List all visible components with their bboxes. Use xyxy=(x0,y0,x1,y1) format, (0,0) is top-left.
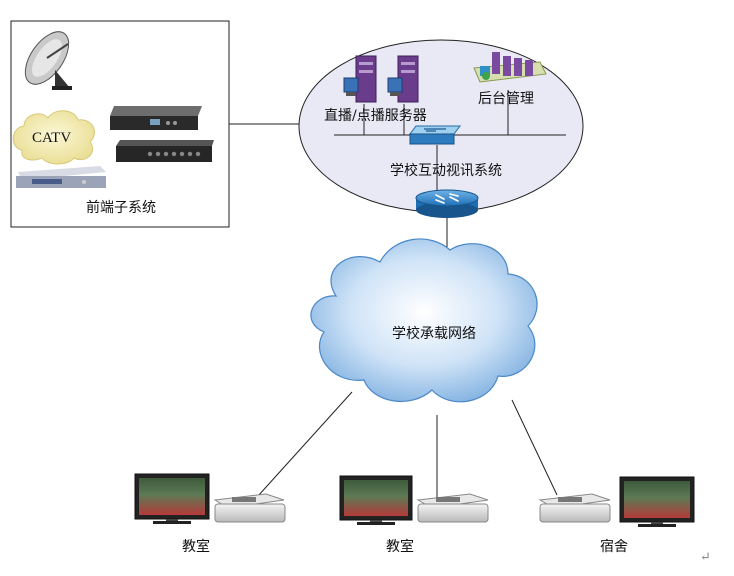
network-label: 学校承载网络 xyxy=(392,326,476,342)
admin-label: 后台管理 xyxy=(478,91,534,107)
link-cloud-to-dorm xyxy=(511,399,558,496)
network-switch-icon xyxy=(409,125,461,145)
set-top-receiver-icon xyxy=(16,166,106,188)
encoder-device-icon xyxy=(110,106,202,130)
admin-workstations-icon xyxy=(473,52,547,83)
catv-label: CATV xyxy=(32,130,72,146)
set-top-box-icon xyxy=(416,493,489,523)
link-cloud-to-classroom-1 xyxy=(257,391,353,497)
classroom-tv-icon xyxy=(134,473,210,524)
media-server-icon xyxy=(343,55,377,103)
paragraph-mark: ↵ xyxy=(700,550,711,565)
catv-cloud-icon xyxy=(12,110,95,165)
endpoint-label-classroom-2: 教室 xyxy=(386,539,414,555)
satellite-dish-icon xyxy=(24,31,72,90)
endpoint-label-classroom-1: 教室 xyxy=(182,539,210,555)
frontend-subsystem-label: 前端子系统 xyxy=(86,200,156,216)
set-top-box-icon xyxy=(213,493,286,523)
router-icon xyxy=(415,189,479,218)
dormitory-tv-icon xyxy=(619,476,695,527)
set-top-box-icon xyxy=(538,493,611,523)
campus-network-cloud xyxy=(310,238,538,403)
endpoint-label-dormitory: 宿舍 xyxy=(600,539,628,555)
receiver-device-icon xyxy=(116,140,214,162)
server-label: 直播/点播服务器 xyxy=(324,108,427,124)
vod-server-icon xyxy=(387,55,419,103)
classroom-tv-icon xyxy=(339,475,413,525)
campus-system-label: 学校互动视讯系统 xyxy=(390,163,502,179)
